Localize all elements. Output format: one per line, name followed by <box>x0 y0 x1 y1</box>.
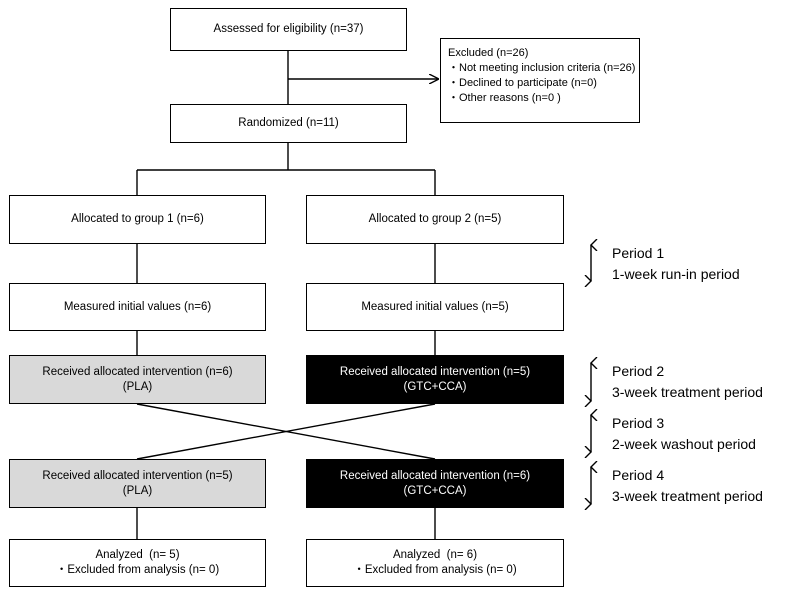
period-3-label: Period 3 2-week washout period <box>612 413 756 455</box>
group2-measured-box: Measured initial values (n=5) <box>306 283 564 331</box>
group2-analyzed-label: Analyzed (n= 6) <box>392 549 478 561</box>
period-3-desc: 2-week washout period <box>612 436 756 452</box>
group2-analyzed-excluded: Excluded from analysis (n= 0) <box>353 563 517 578</box>
group1-analyzed-label: Analyzed (n= 5) <box>95 549 180 561</box>
group1-analyzed-excluded: Excluded from analysis (n= 0) <box>56 563 219 578</box>
group1-measured-box: Measured initial values (n=6) <box>9 283 266 331</box>
group1-intervention2-box: Received allocated intervention (n=5) (P… <box>9 459 266 508</box>
period-3-name: Period 3 <box>612 415 665 431</box>
group2-intervention2-box: Received allocated intervention (n=6) (G… <box>306 459 564 508</box>
period-4-label: Period 4 3-week treatment period <box>612 465 763 507</box>
group1-intervention2-label: Received allocated intervention (n=5) <box>42 469 233 482</box>
group2-intervention2-arm: (GTC+CCA) <box>403 484 467 497</box>
period-2-desc: 3-week treatment period <box>612 384 763 400</box>
group2-allocated-text: Allocated to group 2 (n=5) <box>368 213 502 225</box>
excluded-item: Other reasons (n=0 ) <box>448 91 561 106</box>
group1-allocated-text: Allocated to group 1 (n=6) <box>71 213 204 225</box>
period-1-name: Period 1 <box>612 245 665 261</box>
group2-intervention1-box: Received allocated intervention (n=5) (G… <box>306 355 564 404</box>
group1-analyzed-box: Analyzed (n= 5) Excluded from analysis (… <box>9 539 266 587</box>
randomized-box: Randomized (n=11) <box>170 104 407 143</box>
excluded-item: Declined to participate (n=0) <box>448 76 597 91</box>
crossover-line-g2-to-g1 <box>136 403 436 460</box>
assessed-text: Assessed for eligibility (n=37) <box>213 23 364 35</box>
period-1-desc: 1-week run-in period <box>612 266 740 282</box>
group1-allocated-box: Allocated to group 1 (n=6) <box>9 195 266 244</box>
group2-intervention1-label: Received allocated intervention (n=5) <box>339 365 531 378</box>
period-4-desc: 3-week treatment period <box>612 488 763 504</box>
period-4-name: Period 4 <box>612 467 665 483</box>
period-2-name: Period 2 <box>612 363 665 379</box>
group2-allocated-box: Allocated to group 2 (n=5) <box>306 195 564 244</box>
group1-intervention1-arm: (PLA) <box>122 380 153 393</box>
period-2-label: Period 2 3-week treatment period <box>612 361 763 403</box>
excluded-box: Excluded (n=26) Not meeting inclusion cr… <box>440 38 640 123</box>
group1-intervention1-box: Received allocated intervention (n=6) (P… <box>9 355 266 404</box>
group2-measured-text: Measured initial values (n=5) <box>361 300 509 313</box>
excluded-title: Excluded (n=26) <box>448 47 529 59</box>
group1-intervention1-label: Received allocated intervention (n=6) <box>42 365 233 378</box>
excluded-item: Not meeting inclusion criteria (n=26) <box>448 61 635 76</box>
period-1-label: Period 1 1-week run-in period <box>612 243 740 285</box>
assessed-box: Assessed for eligibility (n=37) <box>170 8 407 51</box>
randomized-text: Randomized (n=11) <box>238 117 339 129</box>
group1-measured-text: Measured initial values (n=6) <box>63 300 212 313</box>
group2-intervention2-label: Received allocated intervention (n=6) <box>339 469 531 482</box>
group1-intervention2-arm: (PLA) <box>122 484 153 497</box>
group2-intervention1-arm: (GTC+CCA) <box>403 380 467 393</box>
group2-analyzed-box: Analyzed (n= 6) Excluded from analysis (… <box>306 539 564 587</box>
